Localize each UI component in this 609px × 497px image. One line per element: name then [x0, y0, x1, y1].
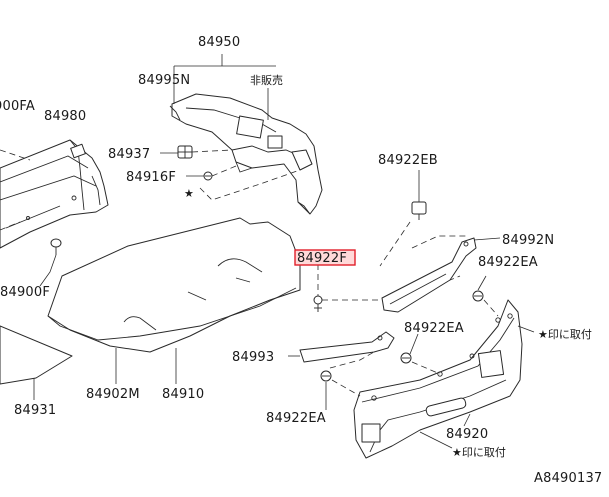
label-84900f: 84900F [0, 285, 50, 300]
guide-line [211, 165, 237, 177]
label-84910: 84910 [162, 387, 204, 402]
label-84937: 84937 [108, 147, 150, 162]
label-84992n: 84992N [502, 233, 554, 248]
clip-84922ea-middle[interactable] [400, 352, 412, 364]
highlight-box-84922f [294, 249, 356, 266]
screw-84916f[interactable] [203, 171, 213, 181]
guide-line [483, 299, 499, 317]
part-84980-trunk-trim[interactable] [0, 139, 109, 249]
star-mark: ★ [184, 187, 194, 200]
guide-line [0, 149, 31, 161]
part-84910-floor-board[interactable] [47, 217, 301, 353]
label-84995n: 84995N [138, 73, 190, 88]
part-84993-plate[interactable] [299, 331, 395, 363]
clip-84937[interactable] [177, 145, 193, 159]
label-84922ea-upper: 84922EA [478, 255, 538, 270]
label-hanbaisaki: 非販売 [250, 74, 283, 87]
part-84950-bracket[interactable] [169, 93, 323, 215]
label-900fa: 900FA [0, 99, 35, 114]
guide-line [331, 379, 361, 397]
clip-84922eb[interactable] [411, 201, 427, 220]
label-84931: 84931 [14, 403, 56, 418]
leader-84922ea-middle [409, 333, 419, 355]
leader-84900f [39, 254, 57, 287]
leader-84920 [463, 413, 471, 427]
clip-84922f[interactable] [313, 295, 323, 312]
guide-line [411, 235, 466, 249]
clip-84922ea-lower[interactable] [320, 370, 332, 382]
label-84922ea-lower: 84922EA [266, 411, 326, 426]
label-84993: 84993 [232, 350, 274, 365]
label-84922eb: 84922EB [378, 153, 438, 168]
part-84931-mat[interactable] [0, 325, 73, 385]
leader-note-right [517, 325, 535, 333]
label-84922f[interactable]: 84922F [297, 251, 347, 266]
part-84920-rear-panel[interactable] [353, 299, 523, 459]
clip-84922ea-upper[interactable] [472, 290, 484, 302]
label-84922ea-middle: 84922EA [404, 321, 464, 336]
note-right: ★印に取付 [538, 328, 592, 341]
leader-84922ea-upper [477, 275, 487, 291]
label-84916f: 84916F [126, 170, 176, 185]
part-84992n-bracket[interactable] [381, 237, 477, 313]
guide-line [199, 169, 301, 201]
guide-line [411, 361, 441, 375]
leader-note-bottom [419, 431, 453, 449]
guide-line [0, 221, 21, 231]
guide-line [329, 351, 375, 369]
label-84902m: 84902M [86, 387, 140, 402]
note-bottom: ★印に取付 [452, 446, 506, 459]
guide-line [191, 149, 233, 153]
leader-84992n [473, 237, 501, 241]
label-84920: 84920 [446, 427, 488, 442]
label-84980: 84980 [44, 109, 86, 124]
clip-84900f[interactable] [50, 238, 62, 255]
figure-id: A8490137 [534, 471, 602, 486]
guide-line [379, 221, 411, 267]
label-84950: 84950 [198, 35, 240, 50]
